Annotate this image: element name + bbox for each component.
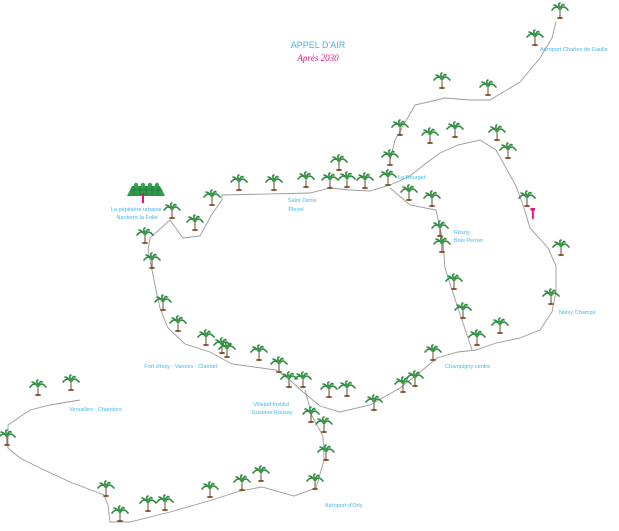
palm-tree-icon xyxy=(446,121,464,139)
palm-tree-icon xyxy=(62,374,80,392)
palm-tree-icon xyxy=(365,394,383,412)
palm-tree-icon xyxy=(381,149,399,167)
station-label-le-bourget: Le Bourget xyxy=(398,175,426,181)
route-rosny-branch xyxy=(389,187,473,351)
palm-tree-icon xyxy=(406,370,424,388)
palm-tree-icon xyxy=(294,371,312,389)
palm-tree-icon xyxy=(156,494,174,512)
palm-tree-icon xyxy=(338,380,356,398)
palm-tree-icon xyxy=(400,184,418,202)
palm-tree-icon xyxy=(391,119,409,137)
palm-tree-icon xyxy=(230,174,248,192)
palm-tree-icon xyxy=(315,416,333,434)
station-label-noisy-champs: Noisy Champs xyxy=(559,310,596,316)
palm-tree-icon xyxy=(201,481,219,499)
palm-tree-icon xyxy=(551,2,569,20)
palm-tree-icon xyxy=(97,480,115,498)
palm-tree-icon xyxy=(306,473,324,491)
palm-tree-icon xyxy=(233,474,251,492)
pink-marker-icon xyxy=(530,208,535,219)
palm-tree-icon xyxy=(454,302,472,320)
nursery-icon xyxy=(127,182,165,203)
palm-tree-icon xyxy=(518,190,536,208)
route-main-loop xyxy=(147,139,557,413)
palm-tree-icon xyxy=(320,381,338,399)
station-label-champigny: Champigny centre xyxy=(445,364,490,370)
palm-tree-icon xyxy=(321,172,339,190)
palm-tree-icon xyxy=(197,329,215,347)
palm-tree-icon xyxy=(270,356,288,374)
station-label-orly: Aéroport d'Orly xyxy=(325,503,363,509)
palm-tree-icon xyxy=(431,220,449,238)
palm-tree-icon xyxy=(297,171,315,189)
palm-tree-icon xyxy=(445,273,463,291)
palm-tree-icon xyxy=(186,214,204,232)
palm-tree-icon xyxy=(154,294,172,312)
palm-tree-icon xyxy=(317,444,335,462)
palm-tree-icon xyxy=(218,341,236,359)
station-label-versailles: Versailles - Chantiers xyxy=(69,407,122,413)
palm-tree-icon xyxy=(302,406,320,424)
palm-tree-icon xyxy=(143,252,161,270)
palm-tree-icon xyxy=(136,227,154,245)
palm-tree-icon xyxy=(488,124,506,142)
palm-tree-icon xyxy=(394,376,412,394)
palm-tree-icon xyxy=(111,505,129,523)
palm-tree-icon xyxy=(526,29,544,47)
palm-tree-icon xyxy=(330,154,348,172)
palm-tree-icon xyxy=(491,317,509,335)
palm-tree-icon xyxy=(163,202,181,220)
palm-tree-icon xyxy=(479,79,497,97)
palm-tree-icon xyxy=(433,72,451,90)
palm-tree-icon xyxy=(280,371,298,389)
map-title: APPEL D'AIR xyxy=(291,40,346,50)
palm-tree-icon xyxy=(499,142,517,160)
route-cdg-branch xyxy=(389,21,557,161)
station-label-charles-de-gaulle: Aéroport Charles de Gaulle xyxy=(540,47,608,53)
palm-tree-icon xyxy=(169,315,187,333)
palm-trees xyxy=(0,2,570,523)
palm-tree-icon xyxy=(356,172,374,190)
map-subtitle: Après 2030 xyxy=(296,53,339,63)
station-labels: Aéroport Charles de Gaulle Le Bourget Sa… xyxy=(69,47,608,509)
station-label-pepiniere: La pépinière urbaine Nanterre la Folie xyxy=(111,207,164,221)
station-label-fort-issy: Fort d'Issy - Vanves - Clamart xyxy=(144,364,218,370)
palm-tree-icon xyxy=(338,171,356,189)
palm-tree-icon xyxy=(250,344,268,362)
palm-tree-icon xyxy=(542,288,560,306)
station-label-saint-denis-pleyel: Saint Denis Pleyel xyxy=(288,198,318,213)
palm-tree-icon xyxy=(552,239,570,257)
palm-tree-icon xyxy=(29,379,47,397)
palm-tree-icon xyxy=(203,189,221,207)
palm-tree-icon xyxy=(424,344,442,362)
route-lines xyxy=(7,21,557,523)
station-label-villejuif: Villejuif Institut Gustave Roussy xyxy=(251,402,292,416)
palm-tree-icon xyxy=(421,127,439,145)
palm-tree-icon xyxy=(423,190,441,208)
palm-tree-icon xyxy=(468,329,486,347)
palm-tree-icon xyxy=(0,429,16,447)
station-label-rosny: Rosny Bois Perrier xyxy=(454,230,483,244)
palm-tree-icon xyxy=(265,174,283,192)
palm-tree-icon xyxy=(252,465,270,483)
palm-tree-icon xyxy=(139,495,157,513)
